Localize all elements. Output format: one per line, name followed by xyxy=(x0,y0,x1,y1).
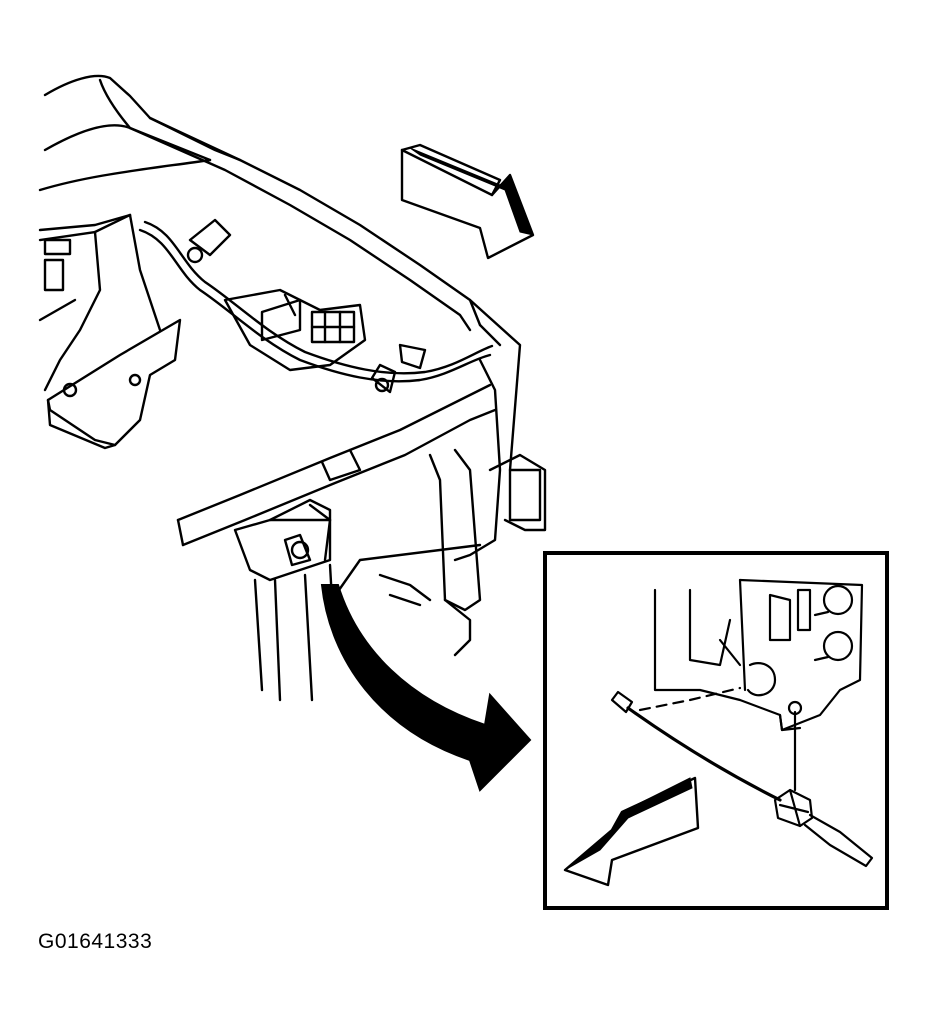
cable-housing-grommet xyxy=(773,788,874,868)
body-side-panel xyxy=(38,230,102,392)
detail-inset xyxy=(543,551,889,910)
strut-tower xyxy=(46,318,182,447)
front-direction-arrow-inset xyxy=(563,776,700,887)
wiring-harness xyxy=(138,228,492,383)
front-direction-arrow-top xyxy=(400,143,535,260)
front-upper-tie-bar xyxy=(176,383,492,522)
engine-compartment-view xyxy=(38,74,547,702)
figure-code: G01641333 xyxy=(38,930,153,953)
underhood-fuse-block xyxy=(223,288,367,372)
latch-body-detail xyxy=(653,578,864,732)
callout-curved-arrow xyxy=(320,584,532,792)
detail-inset-frame xyxy=(543,551,889,910)
radiator-support xyxy=(428,448,482,612)
cowl-panel xyxy=(43,74,242,162)
front-direction-arrow-top-shade xyxy=(409,147,534,236)
hood-latch-assembly xyxy=(233,498,332,582)
hood-release-cable xyxy=(610,686,797,802)
